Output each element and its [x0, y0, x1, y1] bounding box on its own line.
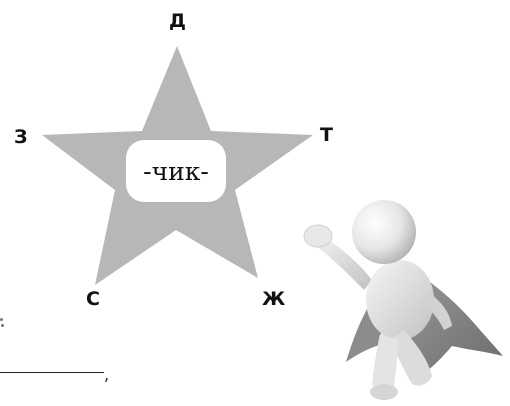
- torso: [366, 260, 434, 340]
- star-point-bottom-right-letter: Ж: [262, 288, 286, 310]
- edge-mark: [0, 318, 3, 321]
- suffix-label: -чик-: [126, 140, 226, 202]
- star-point-top-letter: Д: [169, 10, 186, 32]
- leg-left: [372, 334, 398, 392]
- foot: [370, 384, 398, 400]
- leg-right: [390, 330, 432, 386]
- other-arm: [420, 292, 452, 330]
- star-point-right-letter: Т: [320, 124, 333, 146]
- answer-comma: ,: [104, 365, 110, 384]
- star-point-left-letter: З: [14, 126, 28, 148]
- raised-arm: [310, 232, 372, 290]
- star-point-bottom-left-letter: С: [86, 288, 100, 310]
- edge-mark: [1, 324, 4, 327]
- fist: [303, 224, 333, 248]
- head: [352, 200, 416, 264]
- answer-line: [0, 372, 104, 373]
